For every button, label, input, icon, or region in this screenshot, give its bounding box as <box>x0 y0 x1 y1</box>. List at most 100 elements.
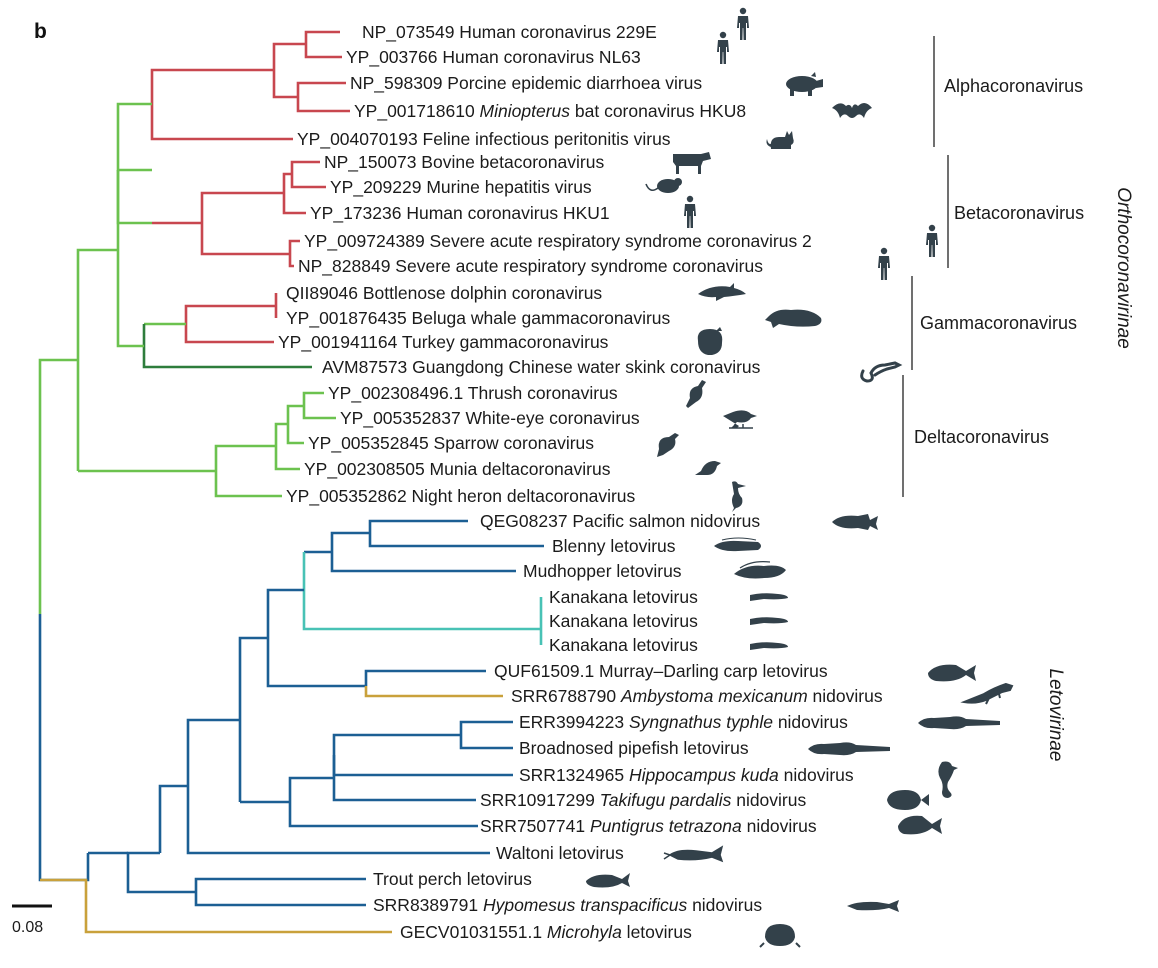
leaf-label-part: NP_150073 Bovine betacoronavirus <box>324 152 604 173</box>
leaf-label-part: QII89046 Bottlenose dolphin coronavirus <box>286 283 602 303</box>
leaf-label-part: nidovirus <box>773 712 848 732</box>
tree-branch <box>184 304 276 344</box>
leaf-label-part: QEG08237 Pacific salmon nidovirus <box>480 511 760 531</box>
leaf-label-part: YP_005352837 White-eye coronavirus <box>340 408 640 429</box>
pig-icon <box>786 72 823 96</box>
axolotl-icon-shape <box>960 682 1014 705</box>
whale-icon <box>765 309 822 328</box>
cow-icon-shape <box>673 152 711 174</box>
leaf-label-part: Microhyla <box>547 922 622 942</box>
leaf-label-part: YP_002308496.1 Thrush coronavirus <box>328 383 618 404</box>
frog-icon <box>759 923 801 948</box>
leaf-label-part: nidovirus <box>731 790 806 810</box>
human-icon-shape <box>739 7 747 15</box>
human-icon-shape <box>717 40 729 64</box>
genus-label: Gammacoronavirus <box>920 313 1077 333</box>
host-icons <box>586 7 1014 948</box>
leaf-label: NP_828849 Severe acute respiratory syndr… <box>298 256 763 277</box>
tree-branch <box>158 784 188 853</box>
subfamily-label: Orthocoronavirinae <box>1113 187 1134 349</box>
lamprey-icon-shape <box>750 593 788 601</box>
white-eye-icon-shape <box>723 410 757 428</box>
leaf-label-part: YP_209229 Murine hepatitis virus <box>330 177 592 198</box>
leaf-label: Mudhopper letovirus <box>523 561 682 581</box>
tree-branch <box>214 444 282 498</box>
human-icon-shape <box>737 16 749 40</box>
dolphin-icon <box>698 283 746 301</box>
leaf-label-part: nidovirus <box>808 686 883 706</box>
tree-branch <box>186 718 490 855</box>
seahorse-icon <box>938 761 958 798</box>
tree-branch <box>116 102 152 172</box>
salmon-icon-shape <box>832 514 878 530</box>
blenny-icon-shape <box>721 537 757 541</box>
leaf-label: Waltoni letovirus <box>496 843 624 863</box>
pig-icon-shape <box>790 72 823 96</box>
smelt-icon <box>847 900 899 912</box>
tree-branch <box>288 776 478 828</box>
leaf-label-part: SRR7507741 <box>480 816 590 836</box>
heron-icon <box>732 481 746 512</box>
tree-branch <box>332 755 476 802</box>
human-icon <box>878 247 890 280</box>
pipefish-icon-shape <box>808 742 890 756</box>
leaf-label-part: Waltoni letovirus <box>496 843 624 863</box>
lamprey-icon-shape <box>750 642 788 650</box>
bat-icon <box>832 102 872 118</box>
genus-label: Alphacoronavirus <box>944 76 1083 96</box>
tree-branch <box>332 733 513 777</box>
leaf-label-part: nidovirus <box>779 765 854 785</box>
leaf-label-part: Miniopterus <box>480 101 571 121</box>
leaf-label: YP_209229 Murine hepatitis virus <box>330 177 592 198</box>
leaf-label-part: YP_001718610 <box>354 101 480 122</box>
leaf-label: YP_005352862 Night heron deltacoronaviru… <box>286 486 636 507</box>
tree-branches <box>38 30 544 934</box>
leaf-label-part: Mudhopper letovirus <box>523 561 682 581</box>
tree-branch <box>116 170 152 225</box>
leaf-label: Kanakana letovirus <box>549 587 698 607</box>
leaf-label-part: YP_001941164 Turkey gammacoronavirus <box>278 332 609 353</box>
leaf-label-part: YP_004070193 Feline infectious peritonit… <box>297 129 671 150</box>
leaf-label-part: YP_009724389 Severe acute respiratory sy… <box>304 231 812 252</box>
leaf-label: ERR3994223 Syngnathus typhle nidovirus <box>519 712 848 732</box>
leaf-label: GECV01031551.1 Microhyla letovirus <box>400 922 692 942</box>
tree-branch <box>38 614 90 882</box>
tree-branch <box>116 170 144 348</box>
leaf-label: Kanakana letovirus <box>549 611 698 631</box>
tree-branch <box>38 358 78 614</box>
leaf-label-part: bat coronavirus HKU8 <box>570 101 746 121</box>
mudhopper-icon-shape <box>734 565 786 579</box>
human-icon <box>926 224 938 257</box>
leaf-label: QUF61509.1 Murray–Darling carp letovirus <box>494 661 828 681</box>
cat-icon <box>766 131 794 149</box>
leaf-label-part: Ambystoma mexicanum <box>620 686 808 706</box>
pipefish-icon <box>808 742 890 756</box>
leaf-label-part: GECV01031551.1 <box>400 922 547 942</box>
white-eye-icon <box>723 410 757 429</box>
leaf-label-part: SRR1324965 <box>519 765 629 785</box>
lamprey-icon <box>750 593 788 601</box>
leaf-label-part: Takifugu pardalis <box>600 790 732 810</box>
tree-branch <box>76 248 118 471</box>
lamprey-icon-shape <box>750 617 788 625</box>
human-icon <box>717 31 729 64</box>
scale-bar-label: 0.08 <box>12 919 43 936</box>
leaf-label-part: letovirus <box>622 922 692 942</box>
whale-icon-shape <box>765 309 822 328</box>
leaf-label: YP_001941164 Turkey gammacoronavirus <box>278 332 609 353</box>
tree-branch <box>238 636 268 802</box>
leaf-label: Kanakana letovirus <box>549 635 698 655</box>
leaf-label: YP_005352837 White-eye coronavirus <box>340 408 640 429</box>
leaf-label: QII89046 Bottlenose dolphin coronavirus <box>286 283 602 303</box>
pufferfish-icon-shape <box>887 790 929 810</box>
leaf-label-part: Trout perch letovirus <box>373 869 532 889</box>
catfish-icon-shape <box>663 845 724 863</box>
tree-branch <box>150 68 293 141</box>
mudhopper-icon <box>734 561 786 579</box>
human-icon-shape <box>926 233 938 257</box>
barb-icon-shape <box>898 815 942 835</box>
barb-icon <box>898 815 942 835</box>
leaf-label-part: Blenny letovirus <box>552 536 676 556</box>
turkey-icon <box>697 327 723 355</box>
genus-label: Deltacoronavirus <box>914 427 1049 447</box>
